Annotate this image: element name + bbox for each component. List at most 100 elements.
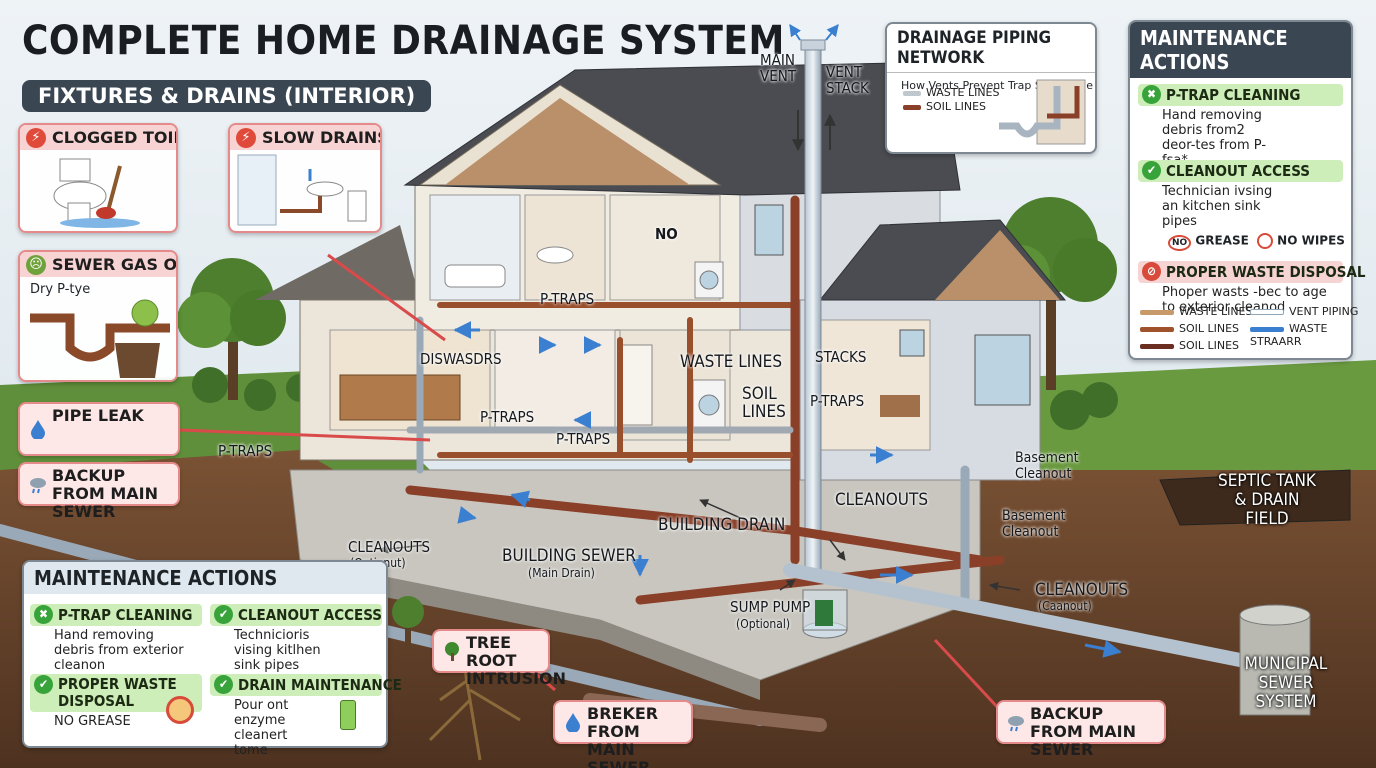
- check-icon: ✔: [34, 675, 53, 694]
- water-drop-icon: [28, 419, 48, 440]
- backup-right-tag: BACKUP FROM MAIN SEWER: [996, 700, 1166, 759]
- no-sign-label: NO: [655, 225, 678, 243]
- cleanouts-mid-label: CLEANOUTS: [835, 490, 929, 510]
- piping-network-panel: DRAINAGE PIPING NETWORK How Vents Preven…: [885, 22, 1097, 154]
- p-traps-left-label: P-TRAPS: [218, 442, 273, 460]
- vent-stack-label: VENT STACK: [826, 63, 869, 97]
- maintenance-panel-left: MAINTENANCE ACTIONS ✖P-TRAP CLEANING Han…: [22, 560, 402, 758]
- legend-right-soil-1: SOIL LINES: [1140, 322, 1239, 335]
- legend-soil-lines: SOIL LINES: [903, 100, 986, 113]
- small-tree: [392, 596, 424, 650]
- no-icon: NO: [1168, 234, 1192, 251]
- sump-pump-sub: (Optional): [736, 617, 791, 631]
- main-vent-label: MAIN VENT: [760, 51, 797, 85]
- backup-left-tag: BACKUP FROM MAIN SEWER: [18, 462, 180, 521]
- septic-label: SEPTIC TANK & DRAIN FIELD: [1218, 471, 1316, 529]
- stacks-label: STACKS: [815, 348, 867, 366]
- clogged-toilet-label: CLOGGED TOILET: [52, 128, 176, 147]
- maint-left-item-1-text: Hand removing debris from exterior clean…: [54, 628, 184, 673]
- p-traps-kitchen-label: P-TRAPS: [480, 408, 535, 426]
- basement-cleanout-label-1: Basement Cleanout: [1015, 450, 1079, 482]
- backup-left-label: BACKUP FROM MAIN SEWER: [52, 466, 158, 521]
- breaker-tag: BREKER FROM MAIN SEWER: [553, 700, 693, 768]
- maint-left-item-2-text: Technicioris vising kitlhen sink pipes: [234, 628, 321, 673]
- sick-face-icon: ☹: [26, 255, 46, 275]
- no-grease-no-wipes: NO GREASE NO WIPES: [1138, 229, 1345, 251]
- check-icon: ✔: [214, 605, 233, 624]
- piping-network-title: DRAINAGE PIPING NETWORK: [887, 24, 1095, 73]
- sewer-gas-label: SEWER GAS ODOR: [52, 255, 178, 274]
- slow-drains-label: SLOW DRAINS: [262, 128, 382, 147]
- building-sewer-label: BUILDING SEWER: [502, 546, 636, 566]
- tree-root-tag: TREE ROOT INTRUSION: [432, 629, 566, 688]
- maint-right-item-2-text: Technician ivsing an kitchen sink pipes: [1162, 184, 1273, 229]
- sewer-gas-card: ☹ SEWER GAS ODOR Dry P-tye: [18, 250, 178, 382]
- no-wipes-label: NO WIPES: [1277, 233, 1345, 248]
- legend-right-soil-2: SOIL LINES: [1140, 339, 1239, 352]
- no-grease-label: GREASE: [1195, 233, 1249, 248]
- water-drop-icon: [563, 712, 583, 733]
- maintenance-left-title: MAINTENANCE ACTIONS: [24, 562, 386, 594]
- maint-right-item-2: ✔CLEANOUT ACCESS: [1138, 160, 1343, 182]
- cleanouts-left-label: CLEANOUTS: [348, 538, 431, 556]
- clogged-toilet-card: ⚡ CLOGGED TOILET: [18, 123, 178, 233]
- maint-left-item-1: ✖P-TRAP CLEANING: [30, 604, 202, 626]
- p-traps-upper-label: P-TRAPS: [540, 290, 595, 308]
- legend-right-vent: VENT PIPING: [1250, 305, 1358, 318]
- maint-right-item-1-text: Hand removing debris from2 deor-tes from…: [1162, 108, 1267, 168]
- fixtures-section-label: FIXTURES & DRAINS (INTERIOR): [22, 80, 432, 112]
- vent-stack-pipe: [804, 44, 822, 576]
- check-icon: ✔: [214, 675, 233, 694]
- legend-waste-lines: WASTE LINES: [903, 86, 999, 99]
- waste-lines-label: WASTE LINES: [680, 352, 783, 372]
- maintenance-right-title: MAINTENANCE ACTIONS: [1130, 22, 1351, 78]
- check-icon: ✔: [1142, 161, 1161, 180]
- septic-pit: [1159, 469, 1351, 526]
- slow-drains-card: ⚡ SLOW DRAINS: [228, 123, 382, 233]
- maint-right-item-1: ✖P-TRAP CLEANING: [1138, 84, 1343, 106]
- maint-left-item-4: ✔DRAIN MAINTENANCE: [210, 674, 402, 696]
- pipe-leak-label: PIPE LEAK: [52, 406, 144, 425]
- basement-cleanout-label-2: Basement Cleanout: [1002, 508, 1066, 540]
- sump-pump-label: SUMP PUMP: [730, 598, 811, 616]
- diswasdrs-label: DISWASDRS: [420, 350, 502, 368]
- wrench-icon: ✖: [34, 605, 53, 624]
- legend-right-waste: WASTE LINES: [1140, 305, 1252, 318]
- lightning-icon: ⚡: [236, 128, 256, 148]
- maintenance-panel-right: MAINTENANCE ACTIONS ✖P-TRAP CLEANING Han…: [1128, 20, 1366, 360]
- lightning-icon: ⚡: [26, 128, 46, 148]
- wrench-icon: ✖: [1142, 85, 1161, 104]
- tree-left: [177, 258, 286, 400]
- enzyme-bottle-icon: [340, 700, 356, 730]
- sump-pump: [802, 589, 848, 639]
- p-traps-mid-label: P-TRAPS: [810, 392, 865, 410]
- backup-right-label: BACKUP FROM MAIN SEWER: [1030, 704, 1136, 759]
- soil-lines-label: SOIL LINES: [742, 384, 786, 422]
- prohibited-icon: [1256, 233, 1273, 249]
- breaker-label: BREKER FROM MAIN SEWER: [587, 704, 659, 768]
- p-traps-floor-label: P-TRAPS: [556, 430, 611, 448]
- page-title: COMPLETE HOME DRAINAGE SYSTEM: [22, 18, 785, 64]
- rain-cloud-icon: [1006, 712, 1026, 732]
- dry-trap-note: Dry P-tye: [30, 282, 91, 297]
- building-sewer-sub: (Main Drain): [528, 566, 595, 580]
- pipe-leak-tag: PIPE LEAK: [18, 402, 180, 456]
- no-grease-icon: [166, 696, 194, 724]
- maint-left-item-2: ✔CLEANOUT ACCESS: [210, 604, 382, 626]
- rain-cloud-icon: [28, 474, 48, 494]
- toilet-illustration: [20, 151, 176, 231]
- dry-trap-illustration: Dry P-tye: [20, 278, 176, 380]
- maint-left-item-4-text: Pour ont enzyme cleanert tome: [234, 698, 289, 758]
- cleanouts-right-label: CLEANOUTS: [1035, 580, 1129, 600]
- maint-right-item-3: ⊘PROPER WASTE DISPOSAL: [1138, 260, 1366, 283]
- municipal-label: MUNICIPAL SEWER SYSTEM: [1244, 654, 1328, 712]
- cleanouts-right-sub: (Caanout): [1038, 599, 1092, 613]
- prohibited-icon: ⊘: [1142, 261, 1161, 281]
- tree-icon: [442, 641, 462, 661]
- legend-right-waste-stream: WASTE STRAARR: [1250, 322, 1328, 348]
- trap-siphon-illustration: [999, 79, 1086, 145]
- building-drain-label: BUILDING DRAIN: [658, 515, 786, 535]
- bathroom-illustration: [230, 151, 380, 231]
- maint-left-item-3-text: NO GREASE: [54, 714, 131, 729]
- tree-root-label: TREE ROOT INTRUSION: [466, 633, 567, 688]
